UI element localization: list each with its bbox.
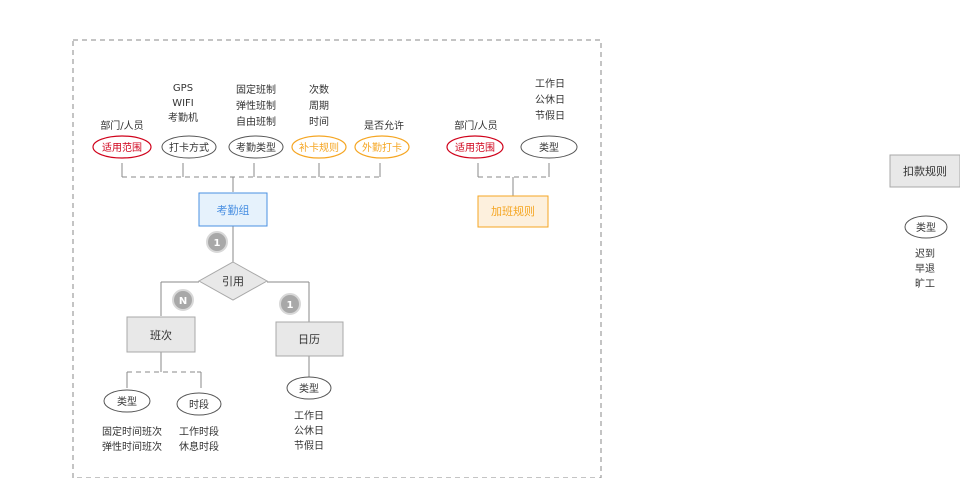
calendar-option-3: 节假日 <box>294 439 324 452</box>
group-solid-connectors <box>121 163 550 388</box>
type-option-1: 固定班制 <box>236 83 276 96</box>
shift-type-option-1: 固定时间班次 <box>102 425 162 438</box>
badge-group-cardinality: 1 <box>206 231 228 253</box>
deduction-option-1: 迟到 <box>915 247 935 260</box>
clock-option-3: 考勤机 <box>168 111 198 124</box>
ot-type-label: 类型 <box>539 141 559 154</box>
reference-label: 引用 <box>222 274 244 288</box>
ot-type-option-2: 公休日 <box>535 94 565 106</box>
calendar-box[interactable]: 日历 <box>275 321 344 357</box>
makeup-rule-ellipse[interactable]: 补卡规则 <box>291 135 347 159</box>
ot-type-option-1: 工作日 <box>535 78 565 90</box>
outside-clock-ellipse[interactable]: 外勤打卡 <box>354 135 410 159</box>
shift-type-label: 类型 <box>117 395 137 408</box>
deduction-option-3: 旷工 <box>915 278 935 290</box>
deduction-rule-box[interactable]: 扣款规则 <box>889 154 960 188</box>
makeup-option-3: 时间 <box>309 115 329 128</box>
attendance-group-box[interactable]: 考勤组 <box>198 192 268 227</box>
outside-caption: 是否允许 <box>364 119 404 132</box>
calendar-type-ellipse[interactable]: 类型 <box>286 376 332 400</box>
overtime-rule-box[interactable]: 加班规则 <box>477 195 549 228</box>
shift-period-label: 时段 <box>189 398 209 411</box>
badge-group-text: 1 <box>214 238 221 249</box>
shift-period-option-2: 休息时段 <box>179 440 219 453</box>
makeup-option-1: 次数 <box>309 83 329 96</box>
badge-calendar-text: 1 <box>287 300 294 311</box>
calendar-option-2: 公休日 <box>294 425 324 437</box>
scope-caption: 部门/人员 <box>100 119 143 132</box>
attendance-group-label: 考勤组 <box>217 203 250 217</box>
type-option-3: 自由班制 <box>236 115 276 128</box>
badge-shift-cardinality: N <box>172 289 194 311</box>
deduction-option-2: 早退 <box>915 263 935 275</box>
calendar-type-label: 类型 <box>299 382 319 395</box>
badge-shift-text: N <box>179 296 187 307</box>
clock-method-ellipse[interactable]: 打卡方式 <box>161 135 217 159</box>
calendar-option-1: 工作日 <box>294 410 324 422</box>
shift-period-option-1: 工作时段 <box>179 425 219 438</box>
overtime-rule-label: 加班规则 <box>491 204 535 218</box>
group-connectors <box>122 176 549 373</box>
ot-scope-ellipse[interactable]: 适用范围 <box>446 135 504 159</box>
attendance-type-ellipse[interactable]: 考勤类型 <box>228 135 284 159</box>
deduction-rule-label: 扣款规则 <box>903 164 947 178</box>
ot-type-ellipse[interactable]: 类型 <box>520 135 578 159</box>
scope-label: 适用范围 <box>102 141 142 154</box>
shift-period-ellipse[interactable]: 时段 <box>176 392 222 416</box>
clock-option-1: GPS <box>173 83 193 94</box>
reference-diamond[interactable]: 引用 <box>197 261 269 301</box>
ot-scope-label: 适用范围 <box>455 141 495 154</box>
clock-option-2: WIFI <box>172 98 194 109</box>
shift-label: 班次 <box>150 328 172 342</box>
shift-box[interactable]: 班次 <box>126 316 196 353</box>
scope-ellipse[interactable]: 适用范围 <box>92 135 152 159</box>
makeup-rule-label: 补卡规则 <box>299 141 339 154</box>
type-option-2: 弹性班制 <box>236 99 276 112</box>
shift-type-option-2: 弹性时间班次 <box>102 440 162 453</box>
deduction-type-label: 类型 <box>916 221 936 234</box>
deduction-type-ellipse[interactable]: 类型 <box>904 215 948 239</box>
makeup-option-2: 周期 <box>309 100 329 112</box>
clock-method-label: 打卡方式 <box>169 141 209 154</box>
attendance-type-label: 考勤类型 <box>236 141 276 154</box>
outer-dashed-frame <box>72 39 602 478</box>
outside-clock-label: 外勤打卡 <box>362 141 402 154</box>
shift-type-ellipse[interactable]: 类型 <box>103 389 151 413</box>
badge-calendar-cardinality: 1 <box>279 293 301 315</box>
ot-scope-caption: 部门/人员 <box>454 119 497 132</box>
calendar-label: 日历 <box>298 333 320 346</box>
ot-type-option-3: 节假日 <box>535 109 565 122</box>
